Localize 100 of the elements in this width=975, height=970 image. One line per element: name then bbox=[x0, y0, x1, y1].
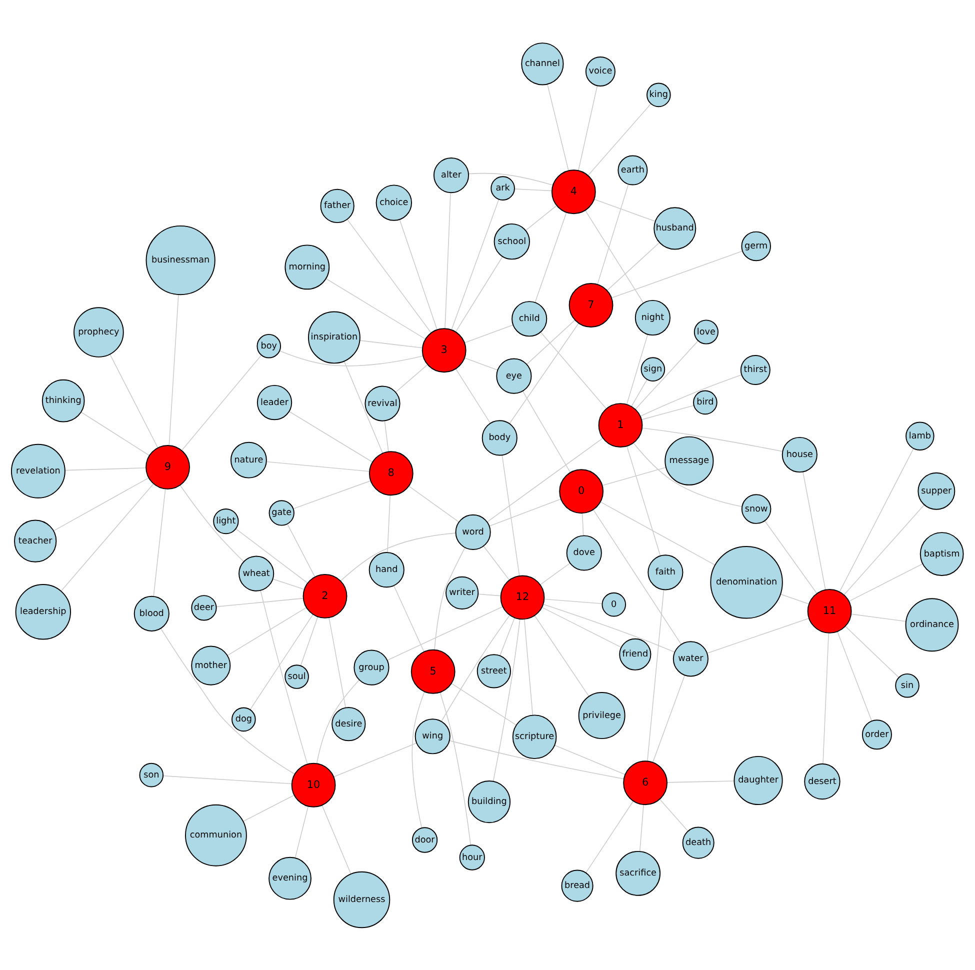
node-circle: hand bbox=[368, 552, 404, 588]
connector bbox=[346, 218, 432, 333]
connector bbox=[780, 593, 810, 604]
connector bbox=[594, 198, 656, 222]
connector bbox=[333, 742, 417, 777]
connector bbox=[666, 780, 735, 782]
connector bbox=[455, 256, 504, 332]
node-circle: blood bbox=[134, 595, 170, 631]
connector bbox=[395, 364, 428, 392]
node-circle: house bbox=[782, 436, 818, 472]
node-circle: desert bbox=[804, 762, 840, 800]
connector bbox=[600, 501, 716, 565]
node-circle: channel bbox=[521, 42, 564, 85]
node-circle: bread bbox=[561, 869, 594, 902]
connector bbox=[584, 209, 644, 303]
node-circle: writer bbox=[446, 576, 479, 609]
connector bbox=[850, 613, 906, 622]
node-circle: leadership bbox=[15, 584, 71, 640]
node-circle: morning bbox=[284, 244, 330, 290]
connector bbox=[837, 630, 872, 721]
node-circle: boy bbox=[256, 333, 282, 358]
node-circle: thinking bbox=[42, 378, 85, 422]
connector bbox=[449, 740, 624, 779]
node-circle: 5 bbox=[410, 648, 456, 694]
connector bbox=[387, 494, 391, 552]
node-circle: 8 bbox=[368, 450, 414, 496]
connector bbox=[524, 618, 534, 715]
connector bbox=[845, 626, 900, 678]
connector bbox=[300, 616, 318, 666]
node-circle: night bbox=[634, 299, 670, 336]
node-circle: faith bbox=[648, 554, 684, 590]
node-circle: deer bbox=[191, 594, 217, 620]
connector bbox=[486, 437, 604, 522]
connector bbox=[534, 212, 567, 302]
connector bbox=[80, 411, 150, 456]
connector bbox=[393, 584, 424, 652]
connector bbox=[464, 357, 498, 370]
node-circle: daughter bbox=[734, 755, 783, 805]
node-circle: businessman bbox=[146, 224, 216, 295]
node-circle: voice bbox=[585, 56, 616, 86]
node-circle: revelation bbox=[10, 443, 66, 498]
node-circle: privilege bbox=[578, 692, 626, 739]
node-circle: sacrifice bbox=[616, 850, 661, 896]
connector bbox=[266, 460, 370, 472]
node-circle: baptism bbox=[920, 532, 964, 576]
connector bbox=[272, 578, 305, 590]
node-circle: sign bbox=[640, 356, 666, 381]
connector bbox=[626, 445, 661, 556]
node-circle: earth bbox=[618, 154, 648, 185]
node-circle: 3 bbox=[422, 328, 466, 372]
connector bbox=[386, 606, 503, 660]
node-circle: dog bbox=[232, 706, 256, 732]
connector bbox=[399, 218, 438, 330]
connector bbox=[468, 172, 554, 186]
connector bbox=[514, 188, 552, 191]
node-circle: ark bbox=[490, 176, 515, 200]
connector bbox=[340, 532, 456, 581]
node-circle: 2 bbox=[302, 574, 348, 618]
connector bbox=[586, 800, 634, 872]
connector bbox=[444, 192, 451, 328]
connector bbox=[326, 278, 426, 339]
connector bbox=[544, 598, 602, 604]
node-circle: 12 bbox=[500, 574, 545, 620]
connector bbox=[162, 774, 292, 784]
connector bbox=[632, 442, 743, 507]
connector bbox=[764, 520, 818, 594]
connector bbox=[492, 618, 520, 782]
node-circle: order bbox=[862, 719, 892, 750]
connector bbox=[582, 512, 584, 536]
connector bbox=[168, 294, 179, 446]
node-circle: teacher bbox=[14, 519, 57, 562]
node-circle: thirst bbox=[740, 354, 770, 384]
connector bbox=[216, 597, 304, 607]
node-circle: ordinance bbox=[905, 598, 959, 652]
connector bbox=[540, 331, 607, 409]
node-circle: evening bbox=[268, 856, 312, 900]
node-circle: king bbox=[646, 82, 671, 107]
connector bbox=[802, 470, 826, 590]
node-circle: building bbox=[468, 780, 511, 823]
node-circle: soul bbox=[284, 664, 309, 688]
connector bbox=[322, 804, 352, 874]
node-circle: germ bbox=[741, 230, 771, 261]
connector bbox=[464, 324, 514, 343]
connector bbox=[236, 528, 308, 583]
connector bbox=[434, 546, 466, 650]
node-circle: 7 bbox=[568, 282, 614, 327]
connector bbox=[456, 368, 491, 423]
connector bbox=[526, 319, 576, 364]
connector bbox=[359, 340, 423, 348]
node-circle: friend bbox=[619, 638, 652, 670]
connector bbox=[181, 354, 262, 450]
connector bbox=[412, 690, 425, 828]
node-circle: prophecy bbox=[74, 306, 124, 357]
connector bbox=[250, 613, 314, 710]
node-circle: lamb bbox=[906, 421, 934, 450]
node-circle: group bbox=[354, 649, 390, 685]
connector bbox=[525, 204, 558, 230]
node-circle: child bbox=[512, 300, 548, 336]
node-circle: light bbox=[213, 508, 239, 534]
connector bbox=[639, 804, 644, 852]
